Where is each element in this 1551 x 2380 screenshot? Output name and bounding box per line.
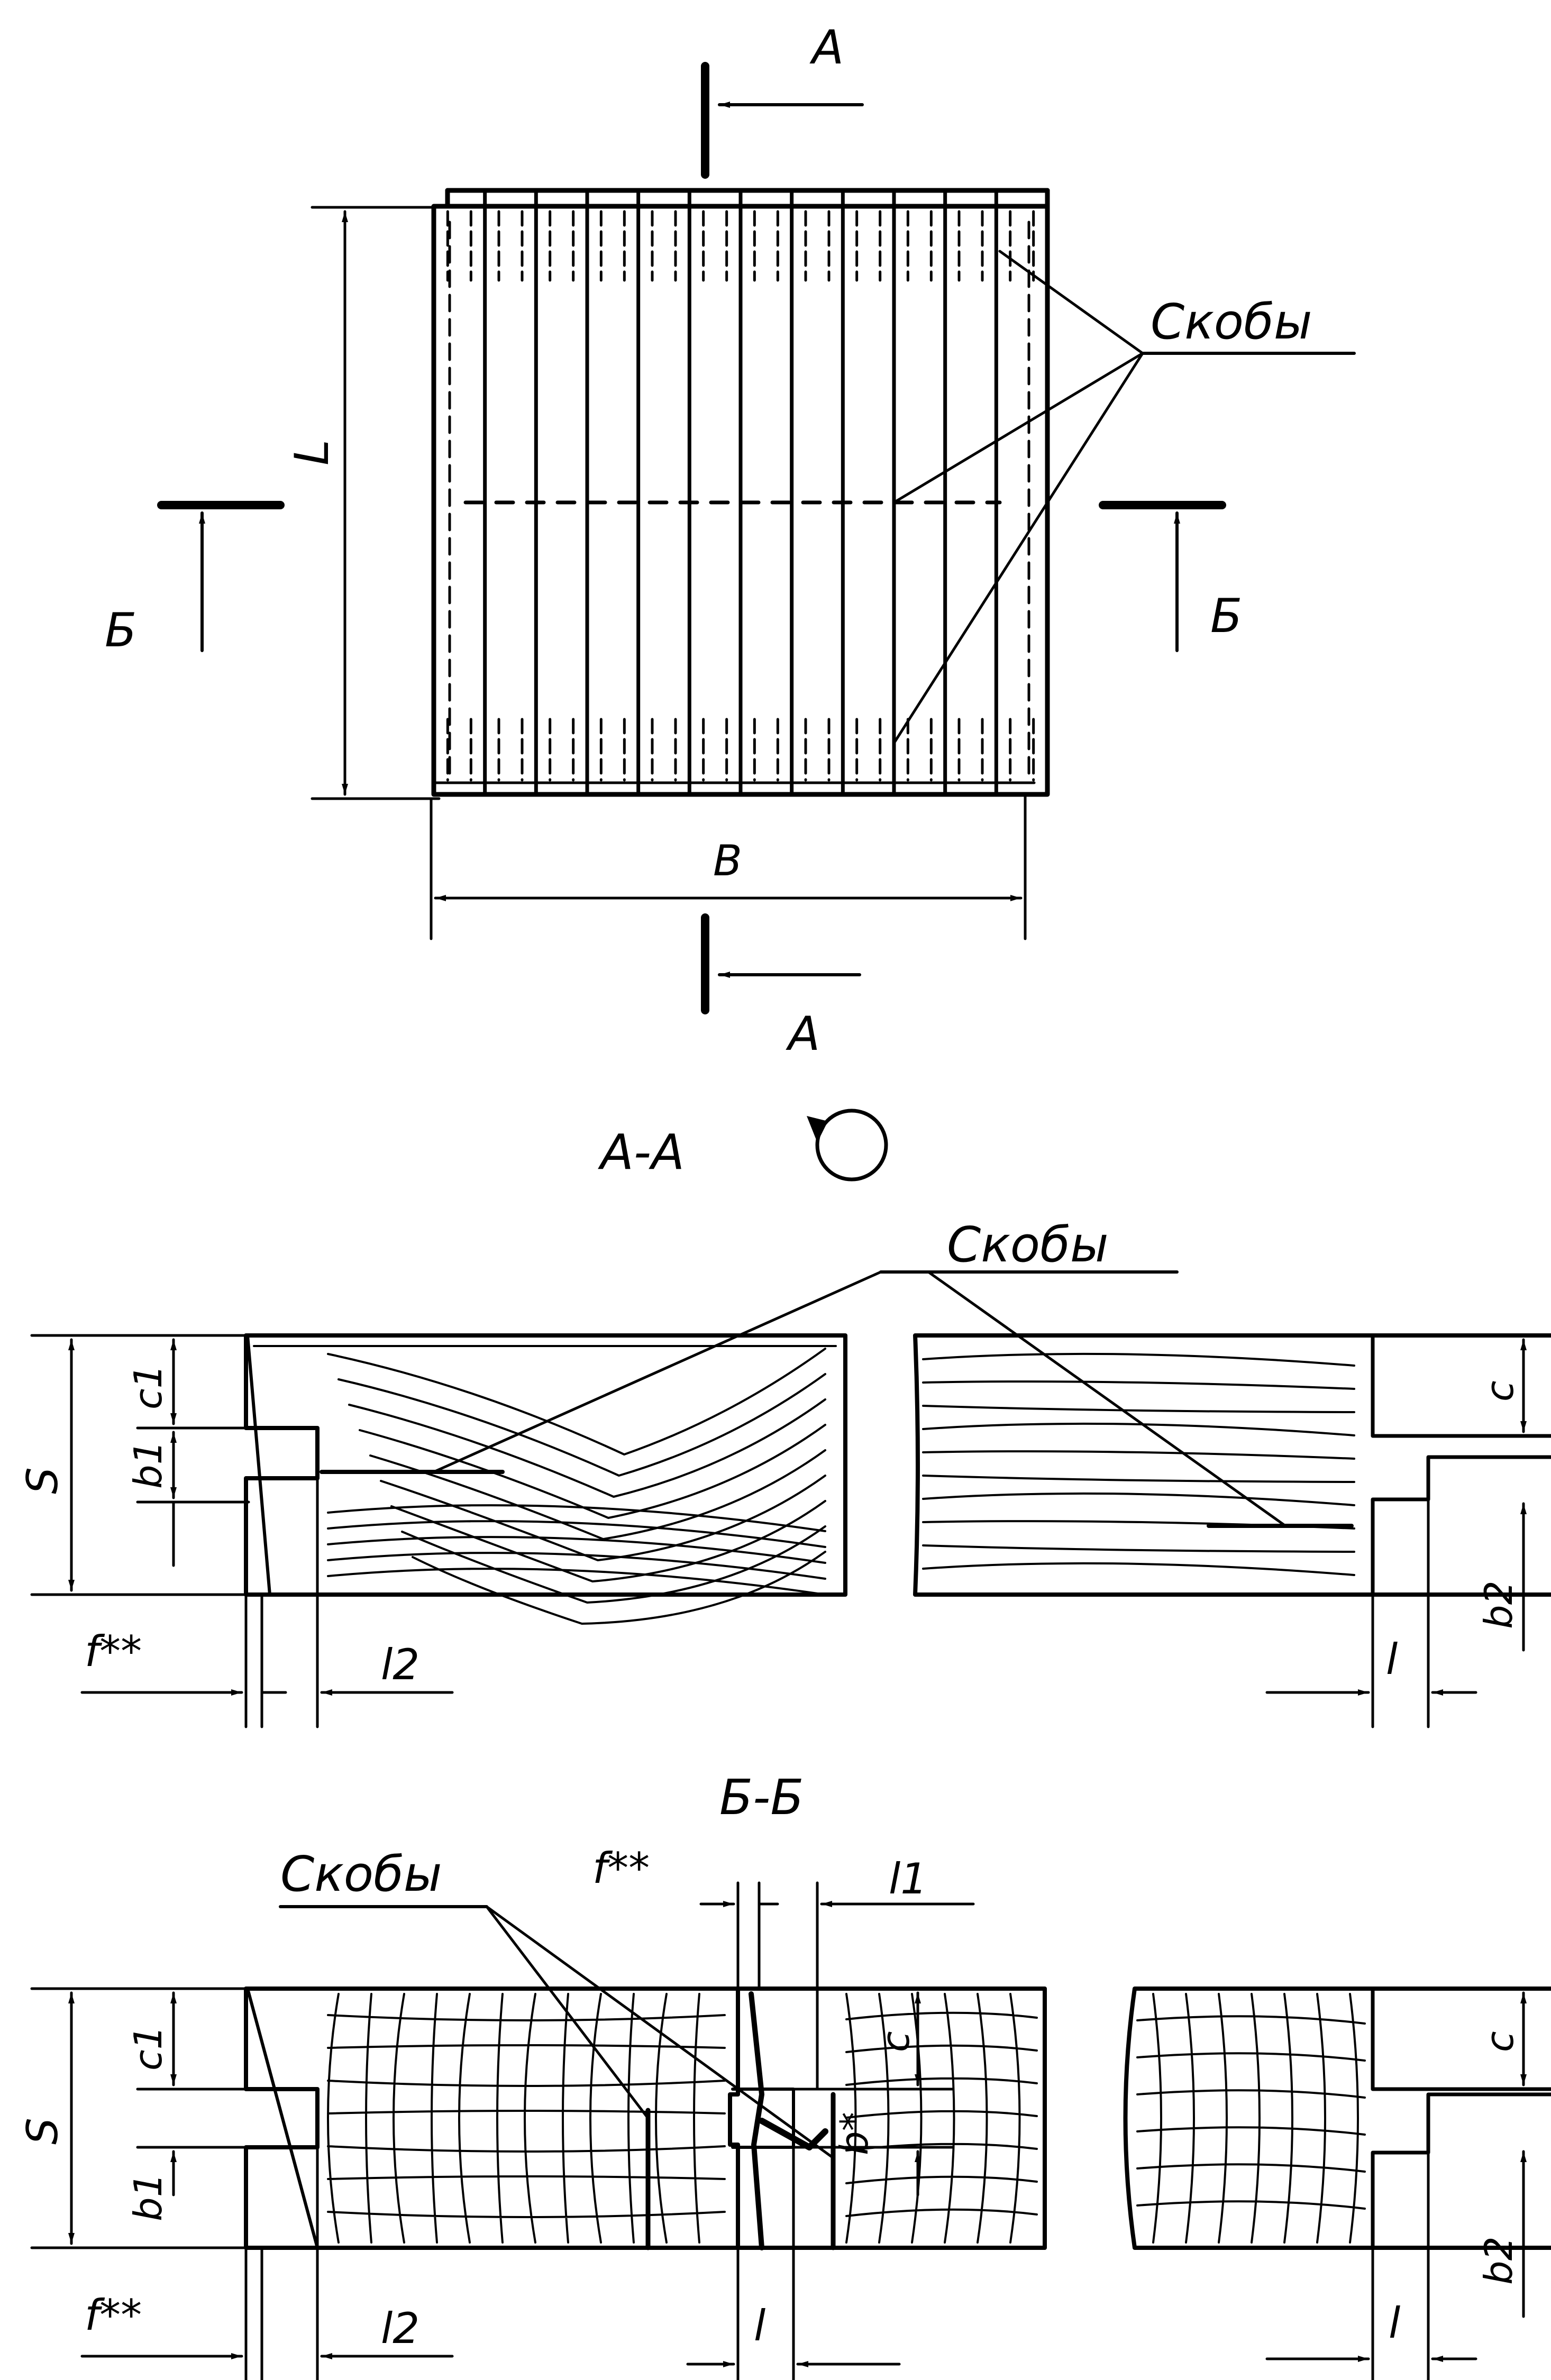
aa-c1-label: c1 [126,1365,170,1409]
bb-bottom-dimensions [80,2146,901,2380]
aa-b1-label: b1 [126,1440,170,1489]
aa-s-label: S [18,1467,67,1494]
aa-staples-label: Скобы [947,1216,1108,1273]
bb-b2-label: b2 [1476,2236,1521,2285]
aa-f-label: f** [85,1627,142,1676]
aa-b2-label: b2 [1476,1580,1521,1629]
aa-right-board [913,1333,1551,1597]
section-aa: А-А Скобы [18,1109,1551,1728]
bb-l1-label: l1 [889,1854,927,1903]
bb-l-mid-label: l [754,2301,765,2350]
bb-b-star-label: b* [832,2112,877,2155]
section-b-right-mark [1099,501,1226,652]
bb-c1-label: c1 [126,2026,170,2071]
bb-left-board [244,1987,1047,2250]
section-b-left-label: Б [105,603,136,657]
section-a-top-mark [701,62,864,179]
aa-s-dimension [30,1334,250,1596]
length-label: L [285,440,339,465]
bb-f-top-label: f** [592,1844,650,1893]
section-b-right-label: Б [1210,589,1242,643]
section-bb-title: Б-Б [719,1769,804,1826]
bb-f-label: f** [85,2291,142,2340]
section-a-bottom-mark [701,913,861,1014]
section-a-top-label: А [809,20,844,75]
section-aa-title: А-А [598,1124,685,1180]
aa-l2-label: l2 [381,1640,419,1689]
bb-l2-label: l2 [381,2304,419,2353]
rotation-icon [807,1109,888,1182]
width-dimension [430,792,1027,940]
bb-l-label: l [1389,2299,1400,2348]
length-dimension [311,206,441,800]
aa-left-board [244,1333,847,1625]
bb-right-dimensions [1265,1991,1527,2380]
staples-leader-plan [892,250,1356,745]
bb-c-label: c [1477,2031,1522,2052]
aa-l-label: l [1386,1635,1398,1684]
bb-s-label: S [18,2118,67,2145]
bb-c1-b1-dimension [136,1991,250,2196]
bb-right-board [1123,1987,1551,2250]
bb-staples-label: Скобы [280,1846,442,1902]
board-lines [483,188,998,797]
section-b-left-mark [157,501,285,652]
aa-c1-b1-dimension [136,1338,250,1567]
plan-view: А А Б Б L B [105,20,1356,1061]
staples-dashed [446,210,1035,782]
aa-staples-leader [432,1270,1287,1527]
bb-joint-dimension [699,1881,975,2091]
aa-right-dimensions [1265,1338,1527,1728]
width-label: B [713,836,742,885]
bb-staples-leader [279,1905,835,2159]
staples-label-plan: Скобы [1151,294,1312,350]
bb-b1-label: b1 [126,2173,170,2221]
bb-joint-c-b [792,1991,954,2196]
aa-c-label: c [1477,1380,1522,1402]
aa-staples [320,1470,1354,1528]
bb-c-mid-label: c [873,2031,918,2052]
section-a-bottom-label: А [786,1006,820,1061]
section-bb: Б-Б Скобы [18,1769,1551,2380]
aa-f-l2-dimension [80,1477,454,1728]
bb-s-dimension [30,1987,250,2249]
